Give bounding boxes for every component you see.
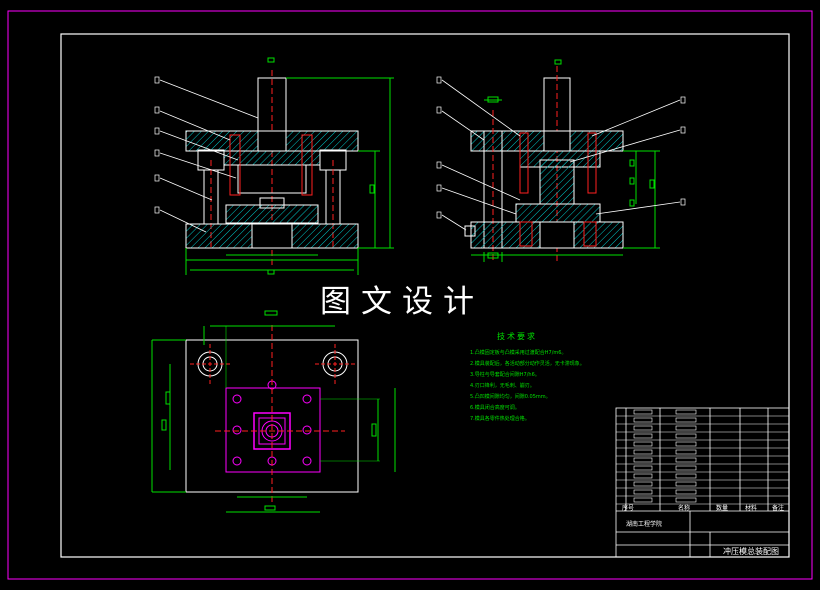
- tech-note-5: 5.凸凹模间隙均匀，间隙0.05mm。: [470, 394, 551, 400]
- title-block-cell-text: [675, 417, 697, 423]
- tb-header-index: 序号: [622, 505, 635, 512]
- title-block-cell-text: [633, 449, 653, 455]
- title-block-cell-text: [675, 457, 697, 463]
- tech-note-3: 3.导柱与导套配合间隙H7/h6。: [470, 372, 540, 378]
- tb-header-material: 材料: [745, 505, 758, 512]
- title-block-cell-text: [633, 465, 653, 471]
- title-block-cell-text: [675, 441, 697, 447]
- title-block-cell-text: [633, 409, 653, 415]
- title-block-cell-text: [633, 417, 653, 423]
- tb-school: 湖南工程学院: [626, 521, 663, 528]
- tech-note-7: 7.模具各零件热处理合格。: [470, 416, 530, 422]
- title-block: [615, 407, 790, 558]
- front-view: [154, 57, 394, 275]
- title-block-cell-text: [633, 425, 653, 431]
- title-block-cell-text: [633, 481, 653, 487]
- title-block-cell-text: [633, 441, 653, 447]
- title-block-cell-text: [675, 425, 697, 431]
- title-block-cell-text: [675, 465, 697, 471]
- watermark-text: 图文设计: [320, 284, 484, 320]
- drawing-frame: [60, 33, 790, 558]
- tb-header-name: 名称: [678, 505, 691, 512]
- tech-note-6: 6.模具闭合高度可调。: [470, 405, 520, 411]
- title-block-cell-text: [633, 457, 653, 463]
- outer-border: [7, 10, 813, 580]
- title-block-cell-text: [675, 449, 697, 455]
- top-view: [151, 310, 396, 513]
- title-block-cell-text: [675, 473, 697, 479]
- tech-note-4: 4.刃口锋利，无毛刺、崩刃。: [470, 383, 535, 389]
- title-block-rows: [616, 409, 789, 505]
- title-block-cell-text: [675, 489, 697, 495]
- tech-note-1: 1.凸模固定板与凸模采用过渡配合H7/m6。: [470, 350, 567, 356]
- tech-note-2: 2.模具装配后，各活动部分动作灵活，无卡滞现象。: [470, 361, 585, 367]
- tb-header-remark: 备注: [772, 505, 785, 512]
- title-block-cell-text: [633, 489, 653, 495]
- title-block-cell-text: [675, 409, 697, 415]
- title-block-cell-text: [675, 433, 697, 439]
- title-block-cell-text: [633, 497, 653, 503]
- tb-drawing-title: 冲压模总装配图: [723, 547, 779, 556]
- title-block-cell-text: [633, 433, 653, 439]
- title-block-cell-text: [633, 473, 653, 479]
- tb-header-qty: 数量: [716, 505, 729, 512]
- title-block-cell-text: [675, 481, 697, 487]
- tech-requirements-title: 技术要求: [497, 332, 537, 341]
- side-view: [436, 59, 686, 262]
- title-block-cell-text: [675, 497, 697, 503]
